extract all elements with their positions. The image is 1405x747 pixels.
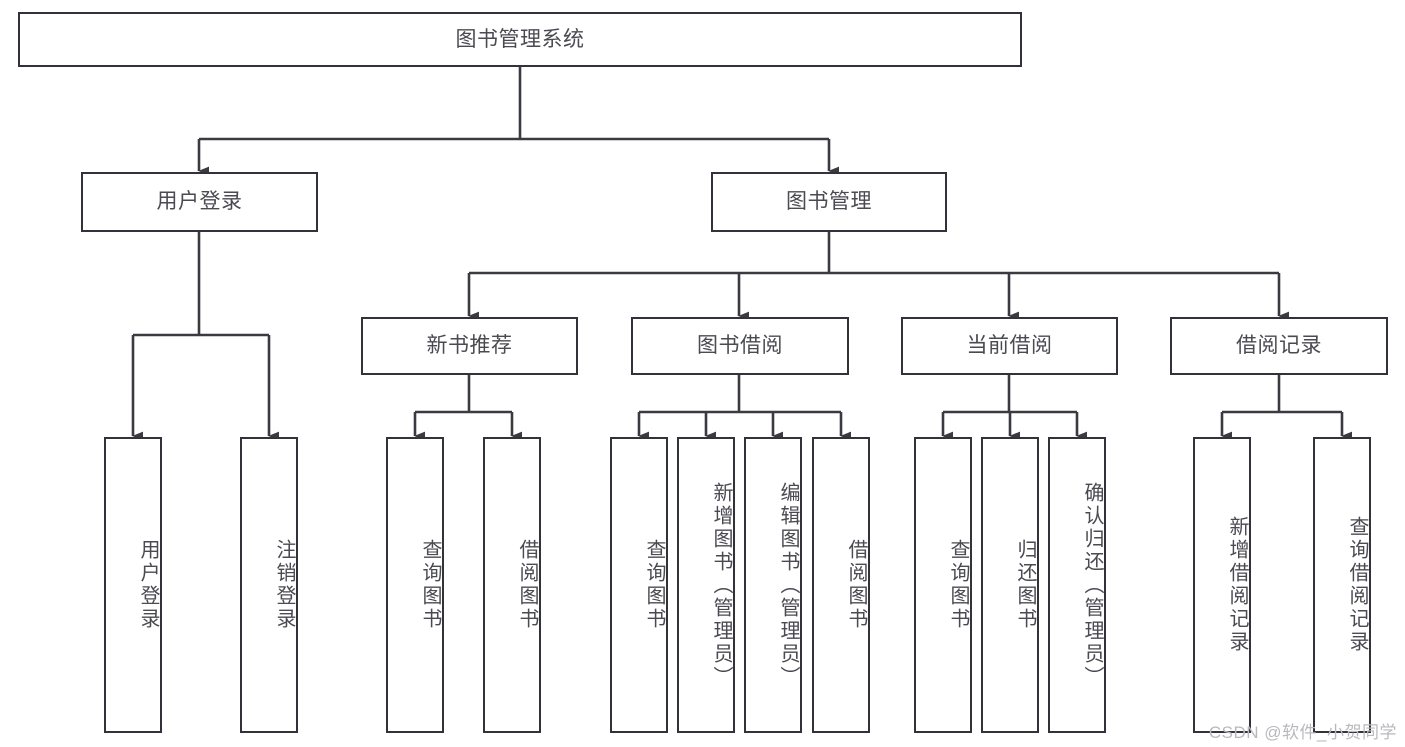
node-leaf-borrow-book-1[interactable]: 借阅图书 <box>483 437 541 733</box>
node-leaf-query-book-1[interactable]: 查询图书 <box>386 437 444 733</box>
node-label: 图书借阅 <box>697 334 783 358</box>
node-label: 当前借阅 <box>966 334 1053 358</box>
node-label: 查询图书 <box>947 539 969 631</box>
node-borrow-record[interactable]: 借阅记录 <box>1170 317 1388 375</box>
node-label: 确认归还（管理员） <box>1081 481 1103 689</box>
node-current-borrow[interactable]: 当前借阅 <box>901 317 1118 375</box>
node-leaf-return-book[interactable]: 归还图书 <box>981 437 1039 733</box>
node-label: 查询图书 <box>419 539 441 631</box>
node-book-management[interactable]: 图书管理 <box>711 172 947 232</box>
node-label: 借阅记录 <box>1236 334 1322 358</box>
node-label: 借阅图书 <box>516 539 538 631</box>
node-label: 新增借阅记录 <box>1226 516 1248 654</box>
node-leaf-confirm-return[interactable]: 确认归还（管理员） <box>1048 437 1106 733</box>
node-leaf-add-book[interactable]: 新增图书（管理员） <box>677 437 735 733</box>
node-label: 查询图书 <box>643 539 665 631</box>
node-label: 新增图书（管理员） <box>710 481 732 689</box>
node-leaf-edit-book[interactable]: 编辑图书（管理员） <box>744 437 802 733</box>
node-user-login[interactable]: 用户登录 <box>81 172 318 232</box>
node-leaf-user-logout[interactable]: 注销登录 <box>240 437 298 733</box>
node-label: 编辑图书（管理员） <box>777 481 799 689</box>
node-leaf-query-book-3[interactable]: 查询图书 <box>914 437 972 733</box>
node-label: 查询借阅记录 <box>1346 516 1368 654</box>
node-label: 用户登录 <box>156 190 243 214</box>
node-label: 用户登录 <box>137 539 159 631</box>
node-leaf-query-book-2[interactable]: 查询图书 <box>610 437 668 733</box>
node-label: 借阅图书 <box>845 539 867 631</box>
node-label: 新书推荐 <box>426 334 513 358</box>
node-leaf-borrow-book-2[interactable]: 借阅图书 <box>812 437 870 733</box>
node-root-system[interactable]: 图书管理系统 <box>18 12 1022 67</box>
watermark: CSDN @软件_小贺同学 <box>1208 723 1397 742</box>
node-label: 归还图书 <box>1014 539 1036 631</box>
node-leaf-query-record[interactable]: 查询借阅记录 <box>1313 437 1371 733</box>
node-new-book-recommend[interactable]: 新书推荐 <box>361 317 578 375</box>
node-label: 图书管理系统 <box>455 27 585 51</box>
node-leaf-user-login[interactable]: 用户登录 <box>104 437 162 733</box>
node-book-borrow[interactable]: 图书借阅 <box>631 317 849 375</box>
node-label: 注销登录 <box>273 539 295 631</box>
node-leaf-add-record[interactable]: 新增借阅记录 <box>1193 437 1251 733</box>
node-label: 图书管理 <box>786 190 872 214</box>
